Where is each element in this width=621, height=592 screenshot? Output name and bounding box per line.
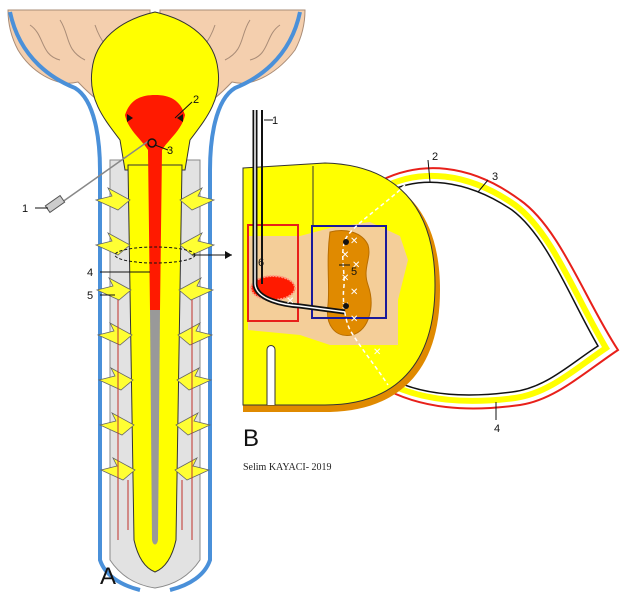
panel-a-label: A xyxy=(100,563,116,590)
callout-b-1: 1 xyxy=(272,115,278,127)
svg-text:✕: ✕ xyxy=(286,296,294,307)
callout-a-2: 2 xyxy=(193,94,199,106)
callout-b-3: 3 xyxy=(492,171,498,183)
arrow-head xyxy=(225,251,232,259)
credit-text: Selim KAYACI- 2019 xyxy=(243,462,332,473)
anterior-fissure xyxy=(267,346,275,406)
callout-b-4: 4 xyxy=(494,423,500,435)
svg-text:✕: ✕ xyxy=(350,236,358,247)
svg-text:✕: ✕ xyxy=(350,314,358,325)
callout-a-4: 4 xyxy=(87,267,93,279)
svg-text:✕: ✕ xyxy=(341,250,349,261)
callout-b-2: 2 xyxy=(432,151,438,163)
svg-text:✕: ✕ xyxy=(373,347,381,358)
panel-b-label: B xyxy=(243,425,259,452)
callout-b-5: 5 xyxy=(351,266,357,278)
needle-hub xyxy=(45,196,64,213)
callout-a-1: 1 xyxy=(22,203,28,215)
svg-text:✕: ✕ xyxy=(350,287,358,298)
callout-a-5: 5 xyxy=(87,290,93,302)
suture-knot-bottom xyxy=(343,303,349,309)
svg-text:✕: ✕ xyxy=(341,273,349,284)
suture-knot-top xyxy=(343,239,349,245)
callout-b-6: 6 xyxy=(258,257,264,269)
panel-b-drawing: ✕✕✕ ✕✕✕ ✕✕✕ 1 2 3 4 5 6 B Selim KAYACI- … xyxy=(243,110,618,473)
callout-a-3: 3 xyxy=(167,145,173,157)
